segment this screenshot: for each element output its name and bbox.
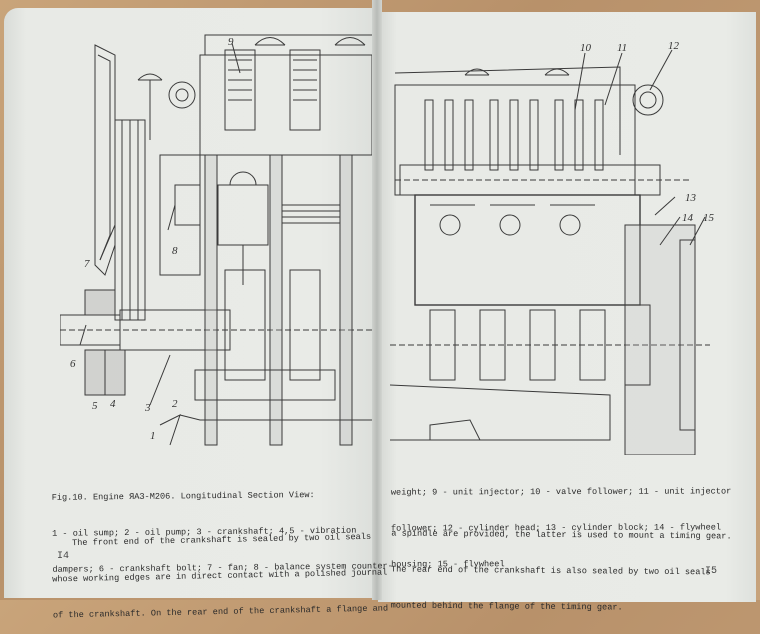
body-line: The rear end of the crankshaft is also s… — [390, 564, 711, 578]
body-line: whose working edges are in direct contac… — [52, 567, 388, 585]
callout-8: 8 — [172, 245, 178, 257]
callout-11: 11 — [617, 42, 628, 54]
caption-line: weight; 9 - unit injector; 10 - valve fo… — [390, 486, 732, 498]
right-page — [378, 12, 756, 602]
page-number-right: I5 — [705, 566, 718, 577]
callout-2: 2 — [172, 398, 178, 410]
body-text-right: a spindle are provided, the latter is us… — [390, 504, 732, 627]
callout-9: 9 — [228, 36, 234, 48]
callout-10: 10 — [580, 42, 591, 54]
page-number-left: I4 — [57, 551, 70, 562]
engine-section-drawing-right — [390, 45, 720, 455]
body-line: mounted behind the flange of the timing … — [390, 600, 623, 613]
callout-12: 12 — [668, 40, 679, 52]
callout-7: 7 — [84, 258, 90, 270]
body-line: of the crankshaft. On the rear end of th… — [52, 603, 389, 621]
left-page — [4, 8, 376, 598]
callout-3: 3 — [145, 402, 151, 414]
body-line: The front end of the crankshaft is seale… — [51, 531, 372, 549]
callout-15: 15 — [703, 212, 714, 224]
body-line: a spindle are provided, the latter is us… — [391, 528, 732, 542]
caption-line: Fig.10. Engine ЯАЗ-М206. Longitudinal Se… — [51, 490, 315, 503]
callout-1: 1 — [150, 430, 156, 442]
callout-6: 6 — [70, 358, 76, 370]
book-gutter — [372, 0, 382, 600]
callout-13: 13 — [685, 192, 696, 204]
body-text-left: The front end of the crankshaft is seale… — [51, 507, 389, 634]
callout-5: 5 — [92, 400, 98, 412]
callout-4: 4 — [110, 398, 116, 410]
callout-14: 14 — [682, 212, 693, 224]
engine-section-drawing-left — [60, 25, 372, 455]
